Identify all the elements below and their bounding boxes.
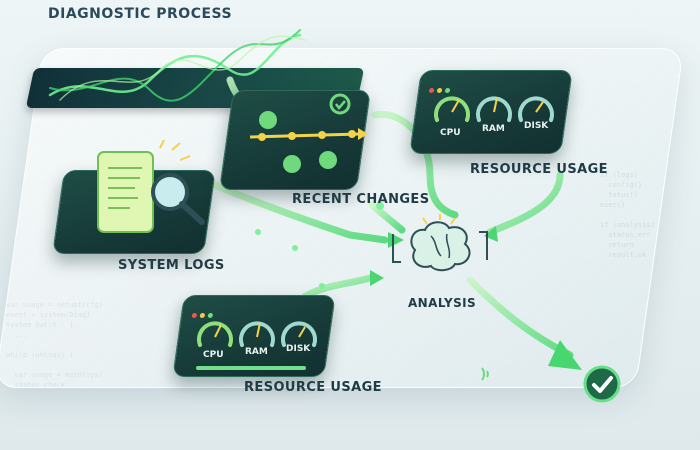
brain-icon (392, 214, 488, 272)
big-arrow-head (548, 340, 582, 370)
gear-timeline-icon (249, 93, 368, 173)
gauge-label-disk-bottom: DISK (286, 344, 311, 354)
recent-changes-label: RECENT CHANGES (292, 192, 430, 207)
signal-icon (481, 367, 489, 381)
diagram-title: DIAGNOSTIC PROCESS (48, 6, 233, 22)
resource-usage-bottom-label: RESOURCE USAGE (244, 380, 382, 395)
gauge-label-disk-top: DISK (524, 121, 549, 131)
gauges-top (434, 96, 554, 122)
gauge-label-cpu-bottom: CPU (203, 350, 224, 360)
gauge-label-cpu-top: CPU (440, 128, 461, 138)
gauge-label-ram-top: RAM (482, 124, 505, 134)
scroll-magnifier-icon (97, 140, 205, 233)
gauge-label-ram-bottom: RAM (245, 347, 268, 357)
resource-usage-top-label: RESOURCE USAGE (470, 162, 608, 177)
usage-bar-bottom (196, 366, 306, 370)
analysis-label: ANALYSIS (408, 296, 477, 310)
checkmark-icon (583, 365, 621, 403)
gauges-bottom (197, 321, 317, 347)
system-logs-label: SYSTEM LOGS (118, 258, 225, 273)
